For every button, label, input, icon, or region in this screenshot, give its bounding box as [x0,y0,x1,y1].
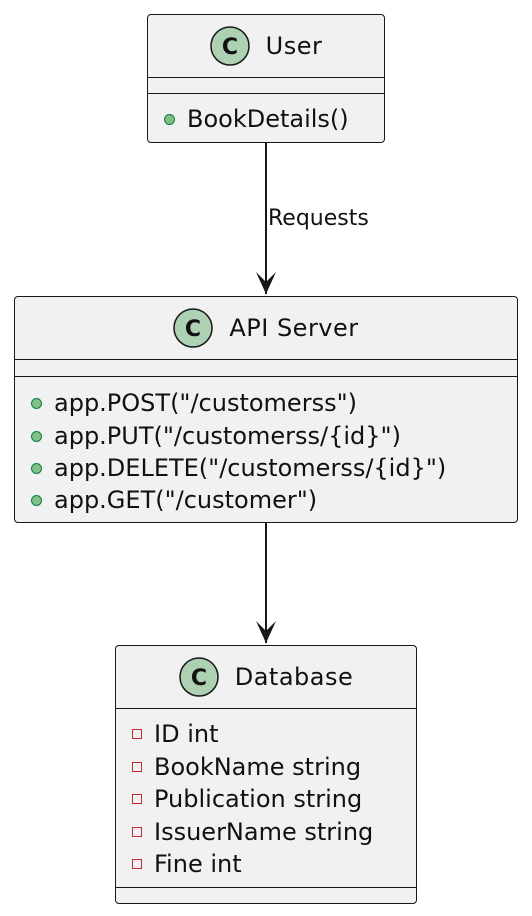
method-text: app.PUT("/customerss/{id}") [54,422,401,450]
field-text: BookName string [154,753,362,781]
method-text: app.POST("/customerss") [54,389,357,417]
class-c-icon: C [178,657,219,697]
relation-label-requests: Requests [268,206,369,231]
svg-text:C: C [185,317,201,342]
public-visibility-icon [31,494,42,506]
public-visibility-icon [31,430,42,442]
field-item: BookName string [130,751,361,783]
class-name: API Server [229,314,359,342]
svg-text:C: C [191,666,207,691]
methods-divider [116,887,416,888]
class-api-server[interactable]: C API Server app.POST("/customerss") app… [14,296,518,523]
method-item: app.PUT("/customerss/{id}") [29,420,401,452]
methods-divider [15,376,517,377]
class-c-icon: C [173,308,214,348]
private-visibility-icon [132,729,142,739]
method-item: app.DELETE("/customerss/{id}") [29,452,446,484]
field-item: IssuerName string [130,816,373,848]
class-header: C Database [116,646,416,708]
field-item: Fine int [130,848,242,880]
class-header: C API Server [15,297,517,359]
relation-api-server-to-database [256,523,276,643]
private-visibility-icon [132,762,142,772]
class-database[interactable]: C Database ID int BookName string Public… [115,645,417,904]
relation-user-to-api-server [256,143,276,294]
field-text: ID int [154,720,219,748]
svg-text:C: C [222,35,238,60]
method-item: app.POST("/customerss") [29,387,357,419]
arrowhead-icon [256,621,276,643]
methods-divider [148,93,384,94]
fields-divider [148,77,384,78]
fields-divider [116,708,416,709]
field-text: IssuerName string [154,818,374,846]
public-visibility-icon [164,113,175,125]
private-visibility-icon [132,794,142,804]
method-text: app.GET("/customer") [54,486,318,514]
field-text: Publication string [154,785,363,813]
class-name: User [265,32,323,60]
method-text: app.DELETE("/customerss/{id}") [54,454,447,482]
fields-divider [15,359,517,360]
private-visibility-icon [132,827,142,837]
public-visibility-icon [31,397,42,409]
field-item: Publication string [130,783,362,815]
class-header: C User [148,15,384,77]
field-item: ID int [130,718,218,750]
method-item: BookDetails() [162,103,349,135]
arrowhead-icon [256,272,276,294]
method-text: BookDetails() [187,105,349,133]
method-item: app.GET("/customer") [29,484,317,516]
class-user[interactable]: C User BookDetails() [147,14,385,143]
private-visibility-icon [132,859,142,869]
field-text: Fine int [154,850,242,878]
public-visibility-icon [31,462,42,474]
class-c-icon: C [209,26,250,66]
class-name: Database [234,663,354,691]
